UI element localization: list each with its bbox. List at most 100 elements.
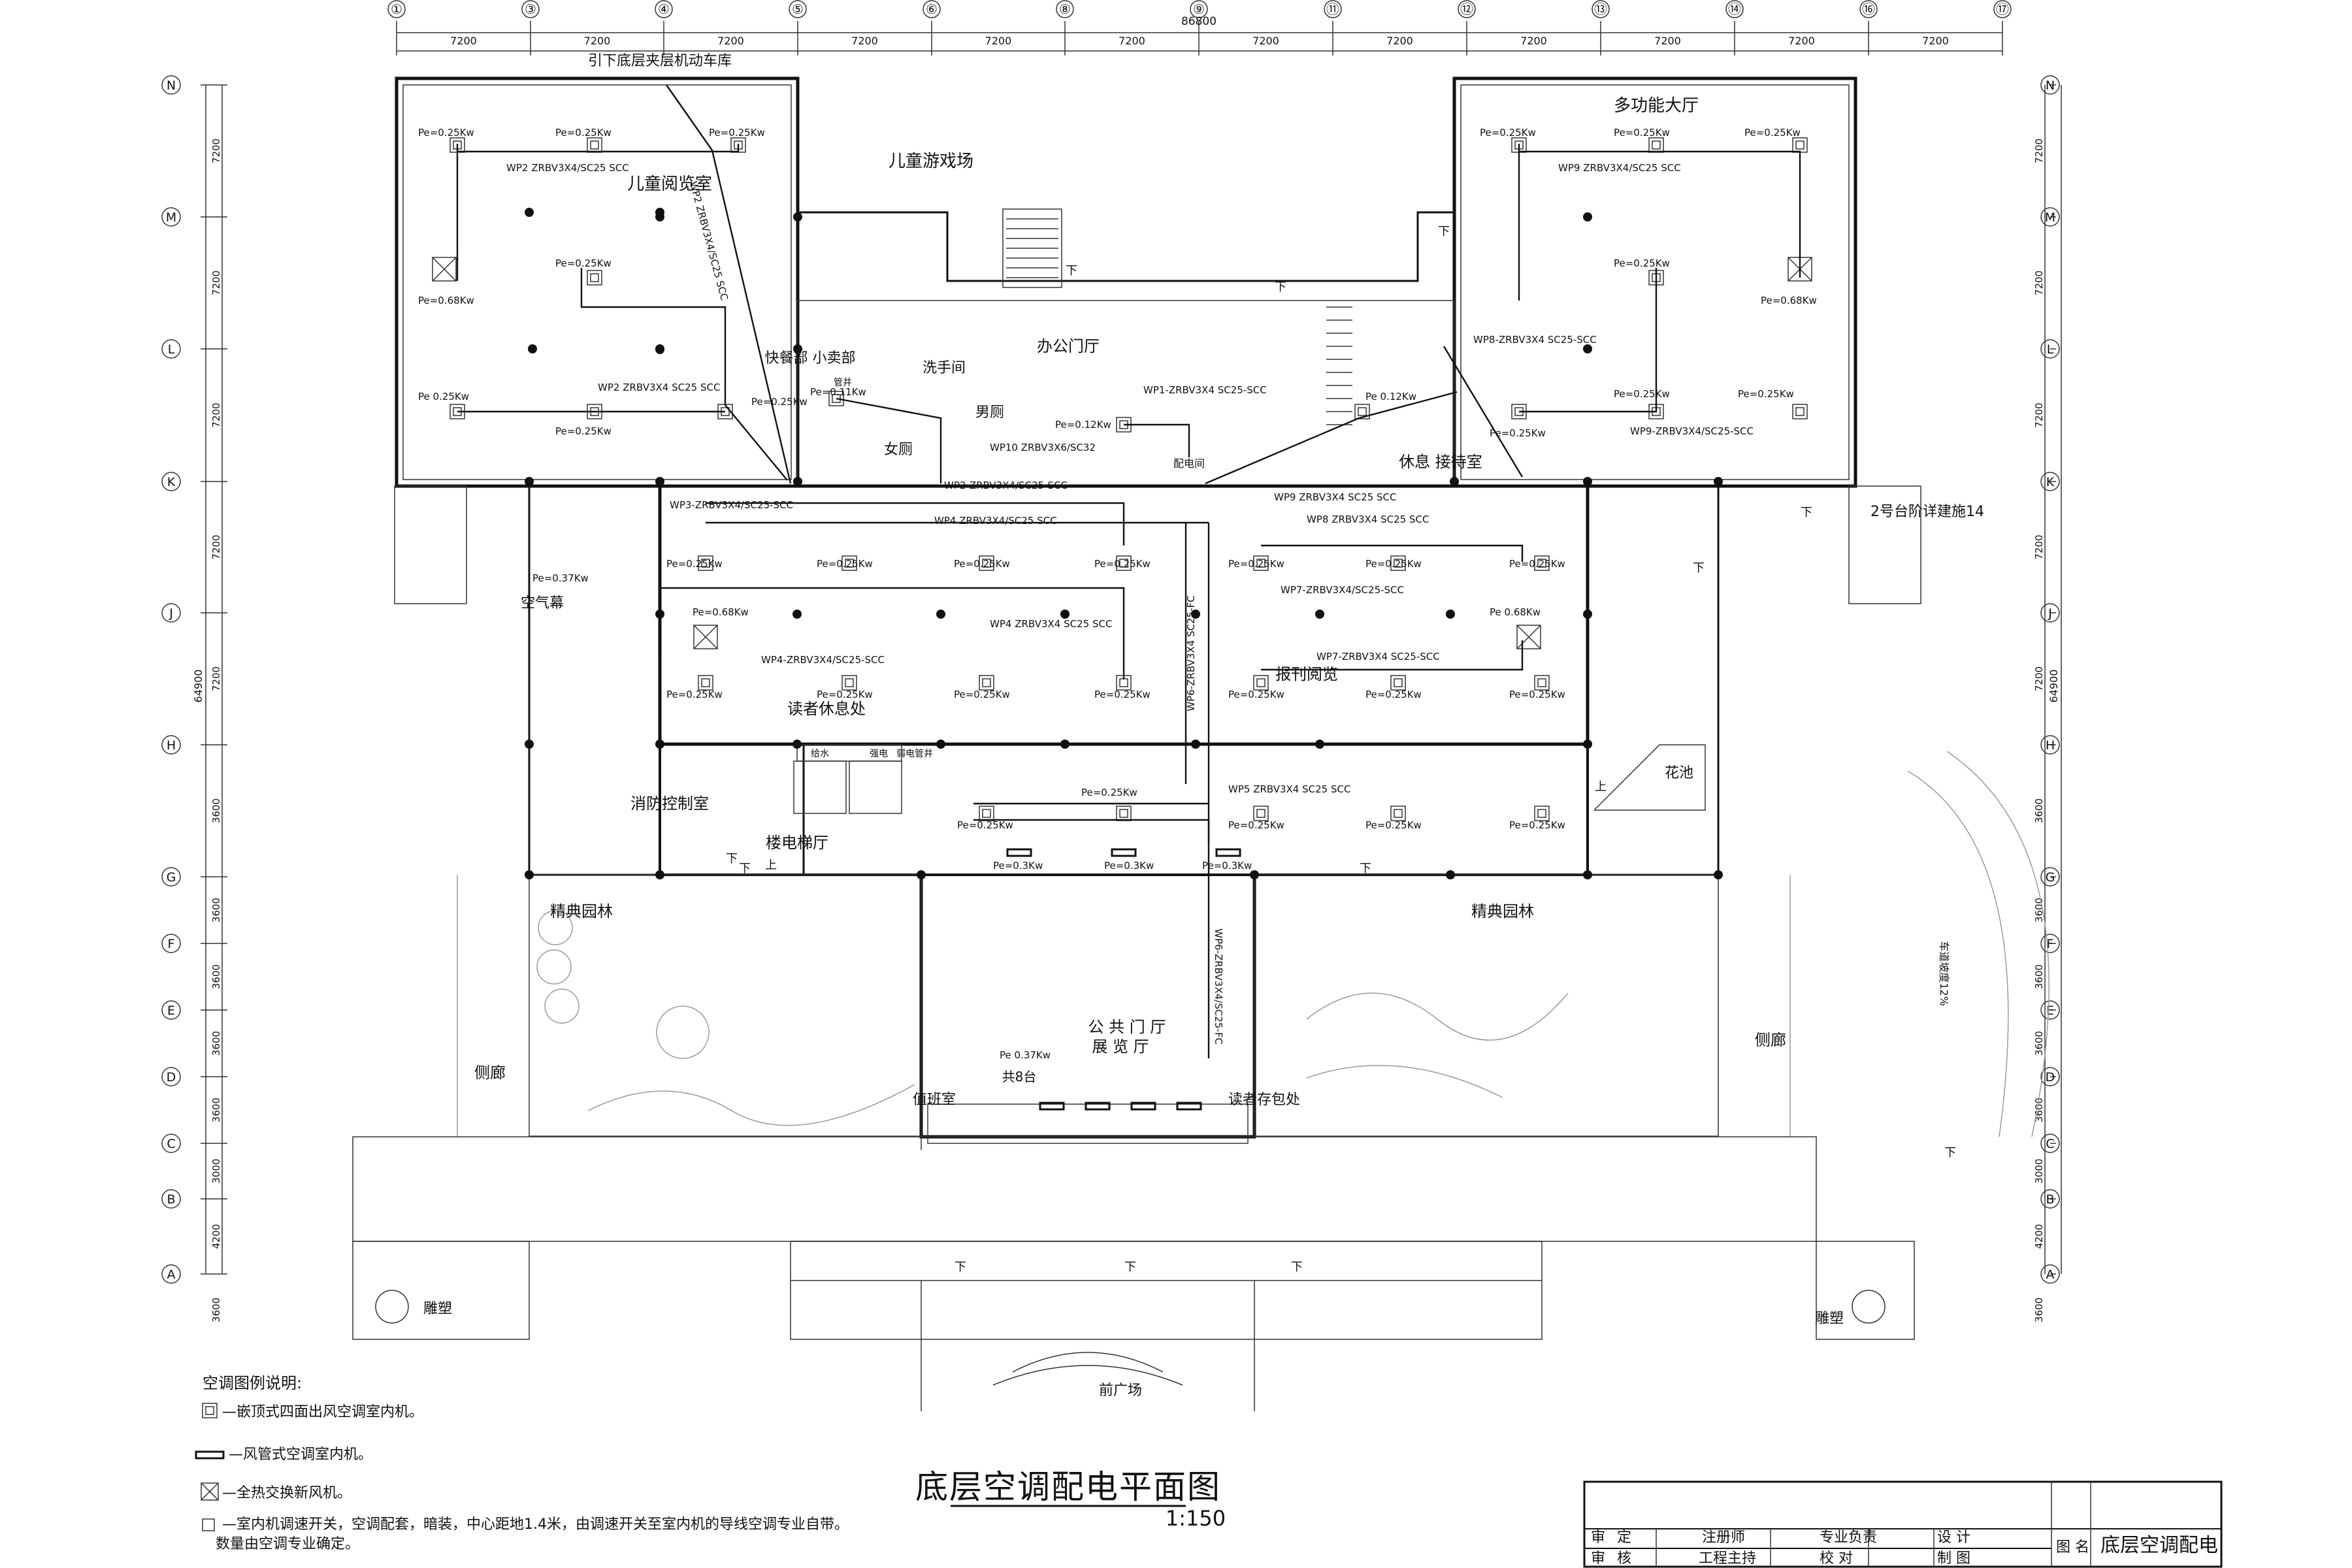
tb-figure-label: 图 名 xyxy=(2056,1539,2089,1556)
legend-heading: 空调图例说明: xyxy=(203,1374,302,1392)
load-label-p025: Pe=0.25Kw xyxy=(1744,127,1801,139)
axis-label-row: E xyxy=(2046,1004,2054,1018)
column xyxy=(1714,870,1723,879)
down-arrow-label: 下 xyxy=(1438,225,1450,238)
axis-bubble-row xyxy=(2040,603,2060,623)
column xyxy=(1583,870,1592,879)
load-label-p025: Pe=0.25Kw xyxy=(751,396,808,408)
circuit-label-wp5: WP5 ZRBV3X4 SC25 SCC xyxy=(1228,783,1350,795)
cassette-ac-unit xyxy=(1792,404,1808,419)
load-label-p025: Pe=0.25Kw xyxy=(1509,558,1565,570)
axis-bubble-col xyxy=(1190,0,1208,18)
column xyxy=(1583,477,1592,486)
circuit-label-wp1: WP1-ZRBV3X4 SC25-SCC xyxy=(1143,384,1267,396)
cassette-ac-unit xyxy=(587,137,602,153)
axis-bubble-row xyxy=(2040,75,2060,95)
column xyxy=(1583,610,1592,619)
dimension-side: 7200 xyxy=(2033,666,2045,691)
cassette-ac-core xyxy=(1537,559,1546,568)
axis-label-row: F xyxy=(168,937,175,951)
cassette-ac-unit xyxy=(698,675,713,691)
room-label-female-wc: 女厕 xyxy=(884,442,913,458)
load-label-p025: Pe=0.25Kw xyxy=(1228,689,1284,700)
room-label-air-curtain: 空气幕 xyxy=(521,595,564,612)
cassette-ac-core xyxy=(590,273,599,282)
legend-item-fresh-air: —全热交换新风机。 xyxy=(222,1485,351,1501)
axis-label-col: ⑥ xyxy=(926,1,938,17)
shaft-label: 强电 xyxy=(870,749,888,759)
cassette-ac-core xyxy=(1119,678,1128,687)
dimension-total-side: 64900 xyxy=(2048,670,2060,703)
axis-bubble-row xyxy=(161,1189,181,1209)
ac-units xyxy=(432,137,1812,1111)
column xyxy=(1583,740,1592,749)
room-label-public-hall: 公 共 门 厅 xyxy=(1088,1018,1166,1036)
column xyxy=(655,870,664,879)
load-label-p025: Pe=0.25Kw xyxy=(1081,787,1137,798)
down-arrow-label: 下 xyxy=(1693,561,1705,575)
room-label-male-wc: 男厕 xyxy=(975,404,1004,421)
down-arrow-label: 下 xyxy=(955,1260,966,1274)
cassette-ac-core xyxy=(1358,407,1367,416)
fresh-air-cross xyxy=(1516,625,1541,649)
column-dots xyxy=(525,208,1723,879)
circuit-label-wp8a: WP8-ZRBV3X4 SC25-SCC xyxy=(1473,334,1597,346)
cassette-ac-unit xyxy=(1253,806,1269,821)
axis-label-col: ⑪ xyxy=(1326,1,1339,17)
legend-speed-line1: —室内机调速开关，空调配套，暗装，中心距地1.4米，由调速开关至室内机的导线空调… xyxy=(222,1516,849,1533)
axis-label-row: D xyxy=(167,1070,176,1085)
dimension-top: 7200 xyxy=(1252,35,1279,47)
load-label-p025: Pe=0.25Kw xyxy=(1614,257,1670,269)
cassette-ac-core xyxy=(1537,678,1546,687)
cassette-ac-unit xyxy=(979,806,994,821)
dimension-top: 7200 xyxy=(1119,35,1145,47)
cassette-ac-core xyxy=(1256,559,1266,568)
dimension-top: 7200 xyxy=(1520,35,1547,47)
circuit-label-wp6v: WP6-ZRBV3X4/SC25-FC xyxy=(1213,928,1224,1045)
cassette-ac-core xyxy=(1394,678,1403,687)
circuit-label-wp2b: WP2 ZRBV3X4 SC25 SCC xyxy=(598,382,720,393)
axis-bubble-row xyxy=(2040,472,2060,491)
cassette-ac-unit xyxy=(1792,137,1808,153)
dimension-side: 3600 xyxy=(210,898,222,923)
column xyxy=(1583,212,1592,221)
duct-ac-unit xyxy=(1215,848,1241,857)
cassette-ac-unit xyxy=(1648,137,1664,153)
column xyxy=(525,477,534,486)
circuit-label-wp10: WP10 ZRBV3X6/SC32 xyxy=(990,442,1096,453)
column xyxy=(1191,740,1200,749)
drawing-scale: 1:150 xyxy=(1166,1506,1226,1531)
axis-bubble-col xyxy=(1592,0,1610,18)
axis-bubble-col xyxy=(1056,0,1074,18)
column xyxy=(936,740,945,749)
load-label-p025: Pe=0.25Kw xyxy=(1490,427,1546,439)
axis-label-col: ⑤ xyxy=(792,1,804,17)
column xyxy=(525,870,534,879)
axis-bubble-col xyxy=(655,0,673,18)
axis-bubble-row xyxy=(2040,735,2060,755)
title-block: 注册师 专业负责 设 计 审 定 审 核 工程主持 校 对 制 图 图 名 底层… xyxy=(1583,1480,2223,1568)
room-label-garden-left: 精典园林 xyxy=(550,902,613,921)
duct-ac-unit xyxy=(1085,1102,1111,1111)
room-label-plaza: 前广场 xyxy=(1099,1382,1142,1399)
shaft-label: 给水 xyxy=(811,749,829,759)
dimension-side: 7200 xyxy=(2033,270,2045,295)
dimension-side: 7200 xyxy=(210,402,222,427)
circuit-label-wp4c: WP4-ZRBV3X4/SC25-SCC xyxy=(761,654,885,666)
dimension-top: 7200 xyxy=(584,35,611,47)
load-label-p025: Pe=0.25Kw xyxy=(1365,689,1422,700)
axis-label-row: J xyxy=(169,606,173,621)
axis-label-row: M xyxy=(166,210,176,225)
axis-label-row: B xyxy=(2046,1192,2054,1207)
axis-bubble-col xyxy=(387,0,406,18)
axis-label-col: ③ xyxy=(525,1,536,17)
load-label-p025: Pe=0.25Kw xyxy=(709,127,765,139)
axis-label-row: D xyxy=(2046,1070,2055,1085)
axis-bubble-col xyxy=(1859,0,1878,18)
axis-label-col: ⑬ xyxy=(1594,1,1607,17)
axis-label-row: N xyxy=(2046,78,2055,93)
fresh-air-unit xyxy=(1516,625,1541,649)
up-arrow-label: 上 xyxy=(1595,780,1607,794)
stair-treads xyxy=(1006,218,1352,425)
